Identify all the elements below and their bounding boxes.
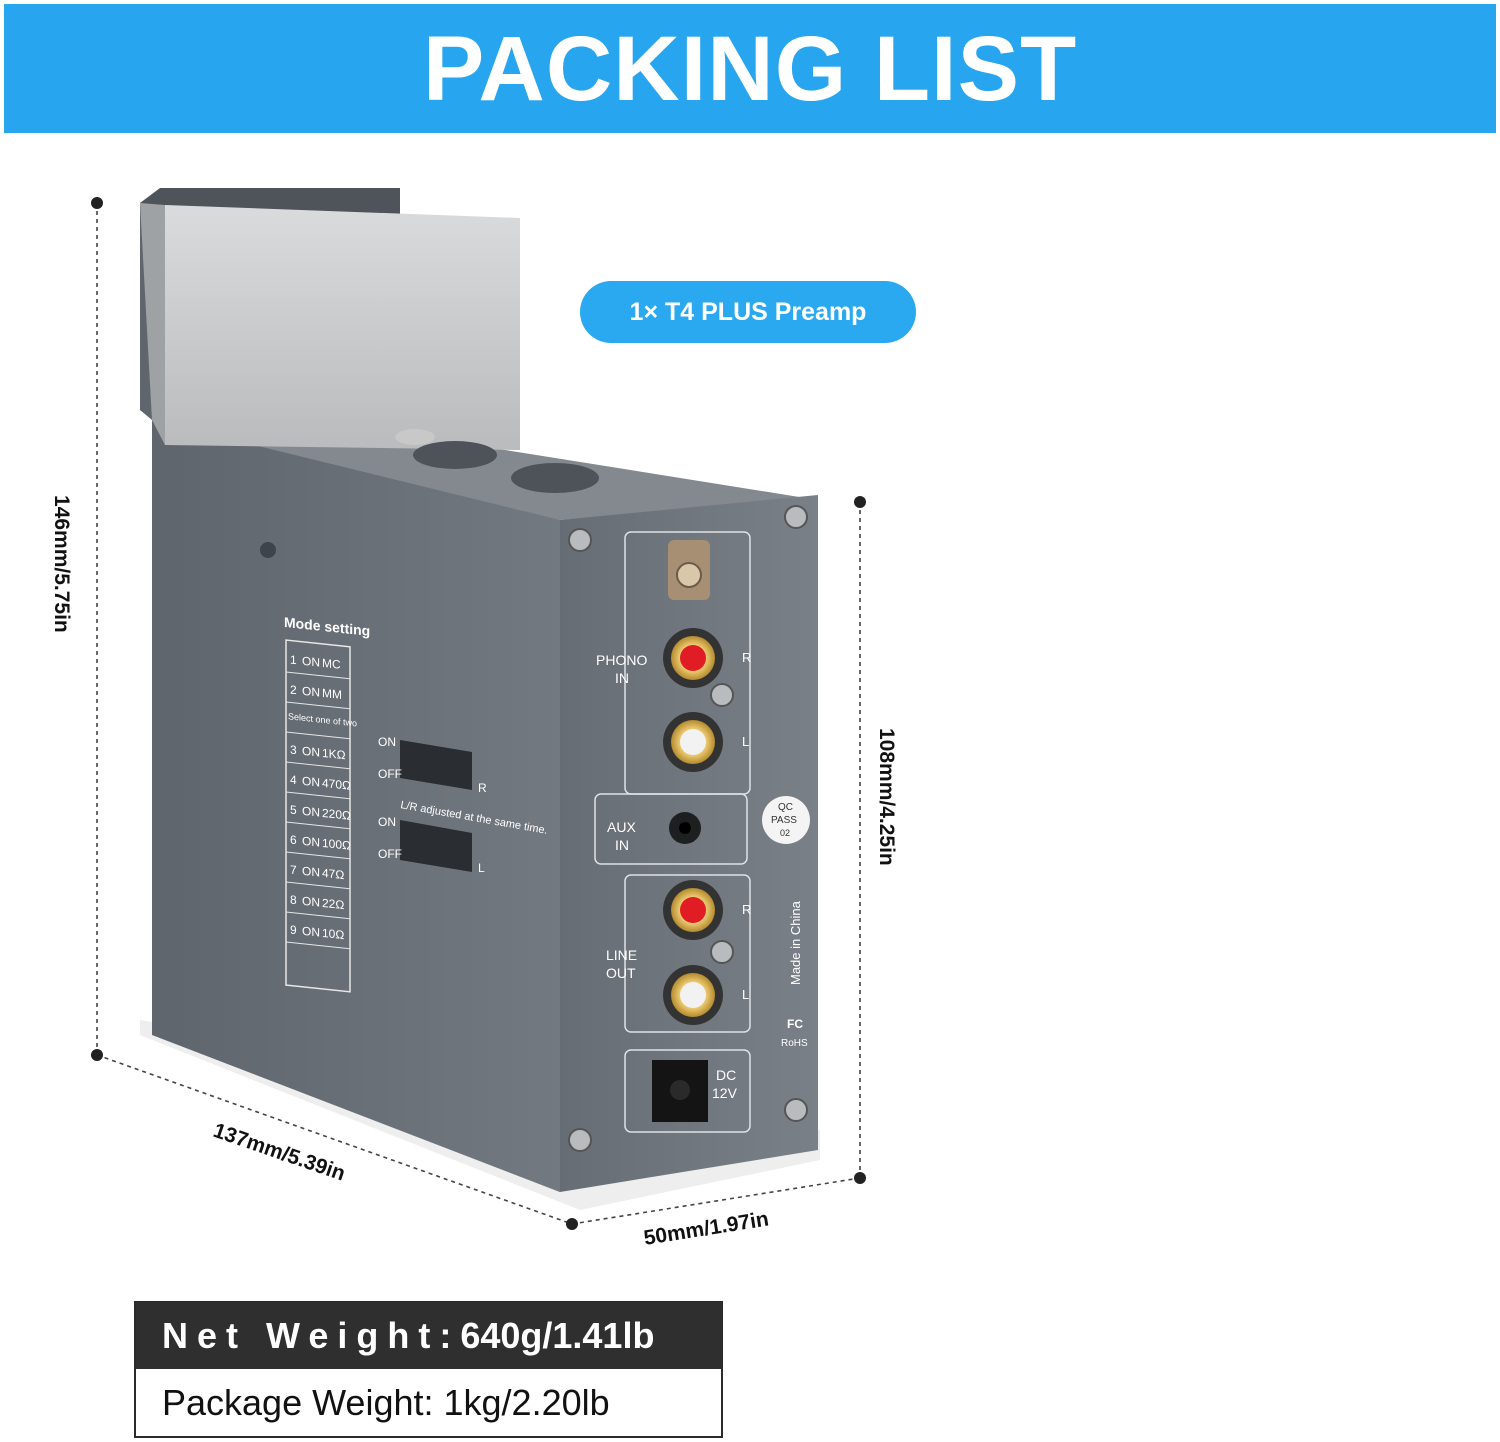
dc-line2: 12V	[712, 1085, 738, 1101]
item-label-pill: 1× T4 PLUS Preamp	[580, 281, 916, 343]
mode-row-divider	[286, 791, 350, 800]
dc-line1: DC	[716, 1067, 736, 1083]
mode-row-value: 100Ω	[322, 836, 351, 853]
mode-row-value: MM	[322, 686, 342, 702]
qc-line2: PASS	[771, 815, 797, 826]
mode-row-state: ON	[302, 744, 320, 760]
mode-row-number: 8	[290, 893, 297, 908]
item-label: 1× T4 PLUS Preamp	[629, 297, 867, 326]
phono-l-label: L	[742, 734, 749, 749]
mode-row-value: 47Ω	[322, 866, 344, 882]
line-out-line2: OUT	[606, 965, 636, 981]
mode-row-state: ON	[302, 774, 320, 790]
page-title: PACKING LIST	[422, 17, 1078, 120]
aux-section	[594, 793, 748, 865]
switch-off-1: OFF	[378, 767, 402, 781]
mode-row-divider	[286, 761, 350, 770]
dim-height-body: 108mm/4.25in	[875, 728, 898, 866]
mode-row-divider	[286, 941, 350, 950]
screw-br	[784, 1098, 808, 1122]
mode-row-value: 1KΩ	[322, 746, 346, 762]
line-r-label: R	[742, 902, 751, 917]
mode-row-number: 4	[290, 773, 297, 788]
line-l-label: L	[742, 987, 749, 1002]
mode-row-value: MC	[322, 656, 341, 672]
net-weight-row: Net Weight: 640g/1.41lb	[136, 1303, 721, 1369]
transformer-box-side	[140, 203, 165, 445]
package-weight-row: Package Weight: 1kg/2.20lb	[136, 1369, 721, 1436]
dim-height-total: 146mm/5.75in	[50, 495, 73, 633]
dimension-lines	[96, 203, 861, 1225]
switch-on-1: ON	[378, 735, 396, 749]
side-face-main	[152, 420, 560, 1192]
mode-row-divider	[286, 731, 350, 740]
mode-row-value: 10Ω	[322, 926, 344, 942]
mode-row-number: 6	[290, 833, 297, 848]
fc-mark: FC	[787, 1017, 803, 1031]
mode-row-state: ON	[302, 654, 320, 670]
dip-switch-r	[400, 740, 472, 790]
mode-row-number: 3	[290, 743, 297, 758]
top-screw	[395, 429, 435, 445]
package-weight: Package Weight: 1kg/2.20lb	[162, 1381, 610, 1423]
net-weight-label: Net Weight:	[162, 1315, 461, 1356]
mode-row-divider	[286, 851, 350, 860]
mode-row-value: 470Ω	[322, 776, 351, 793]
mode-row-divider	[286, 701, 350, 710]
switch-l-label: L	[478, 861, 485, 875]
dimension-dots	[91, 197, 866, 1230]
line-section	[624, 874, 751, 1033]
qc-line1: QC	[778, 802, 793, 813]
screw-tr	[784, 505, 808, 529]
screw-tl	[568, 528, 592, 552]
mode-row-number: 1	[290, 653, 297, 668]
mode-row-value: 220Ω	[322, 806, 351, 823]
phono-r-label: R	[742, 650, 751, 665]
aux-in-line1: AUX	[607, 819, 636, 835]
indicator-led	[260, 542, 276, 558]
mode-row-state: ON	[302, 684, 320, 700]
tube-socket-2	[511, 463, 599, 493]
mode-row-number: 9	[290, 923, 297, 938]
dim-length: 137mm/5.39in	[210, 1119, 348, 1186]
mode-row-divider	[286, 671, 350, 680]
aux-in-line2: IN	[615, 837, 629, 853]
mode-row-number: 2	[290, 683, 297, 698]
mode-row-divider	[286, 821, 350, 830]
title-banner: PACKING LIST	[4, 4, 1496, 133]
dim-width: 50mm/1.97in	[642, 1207, 770, 1249]
mode-row-state: ON	[302, 894, 320, 910]
net-weight-value: 640g/1.41lb	[460, 1315, 655, 1356]
transformer-box	[165, 205, 520, 450]
switch-on-2: ON	[378, 815, 396, 829]
mode-row-value: 22Ω	[322, 896, 344, 912]
mode-row-state: ON	[302, 864, 320, 880]
phono-in-line1: PHONO	[596, 652, 647, 668]
rohs-mark: RoHS	[781, 1038, 808, 1049]
switch-off-2: OFF	[378, 847, 402, 861]
mode-row-number: 5	[290, 803, 297, 818]
weight-box: Net Weight: 640g/1.41lb Package Weight: …	[134, 1301, 723, 1438]
dip-switch-l	[400, 820, 472, 872]
switch-r-label: R	[478, 781, 487, 795]
line-out-line1: LINE	[606, 947, 637, 963]
tube-socket-1	[413, 441, 497, 469]
mode-row-state: ON	[302, 924, 320, 940]
mode-row-divider	[286, 911, 350, 920]
dc-section	[624, 1049, 751, 1133]
mode-row-number: 7	[290, 863, 297, 878]
mode-row-divider	[286, 881, 350, 890]
mode-row-state: ON	[302, 834, 320, 850]
mode-row-state: ON	[302, 804, 320, 820]
screw-bl	[568, 1128, 592, 1152]
qc-line3: 02	[780, 828, 790, 838]
made-in-label: Made in China	[788, 900, 803, 985]
qc-sticker	[762, 796, 810, 844]
phono-in-line2: IN	[615, 670, 629, 686]
